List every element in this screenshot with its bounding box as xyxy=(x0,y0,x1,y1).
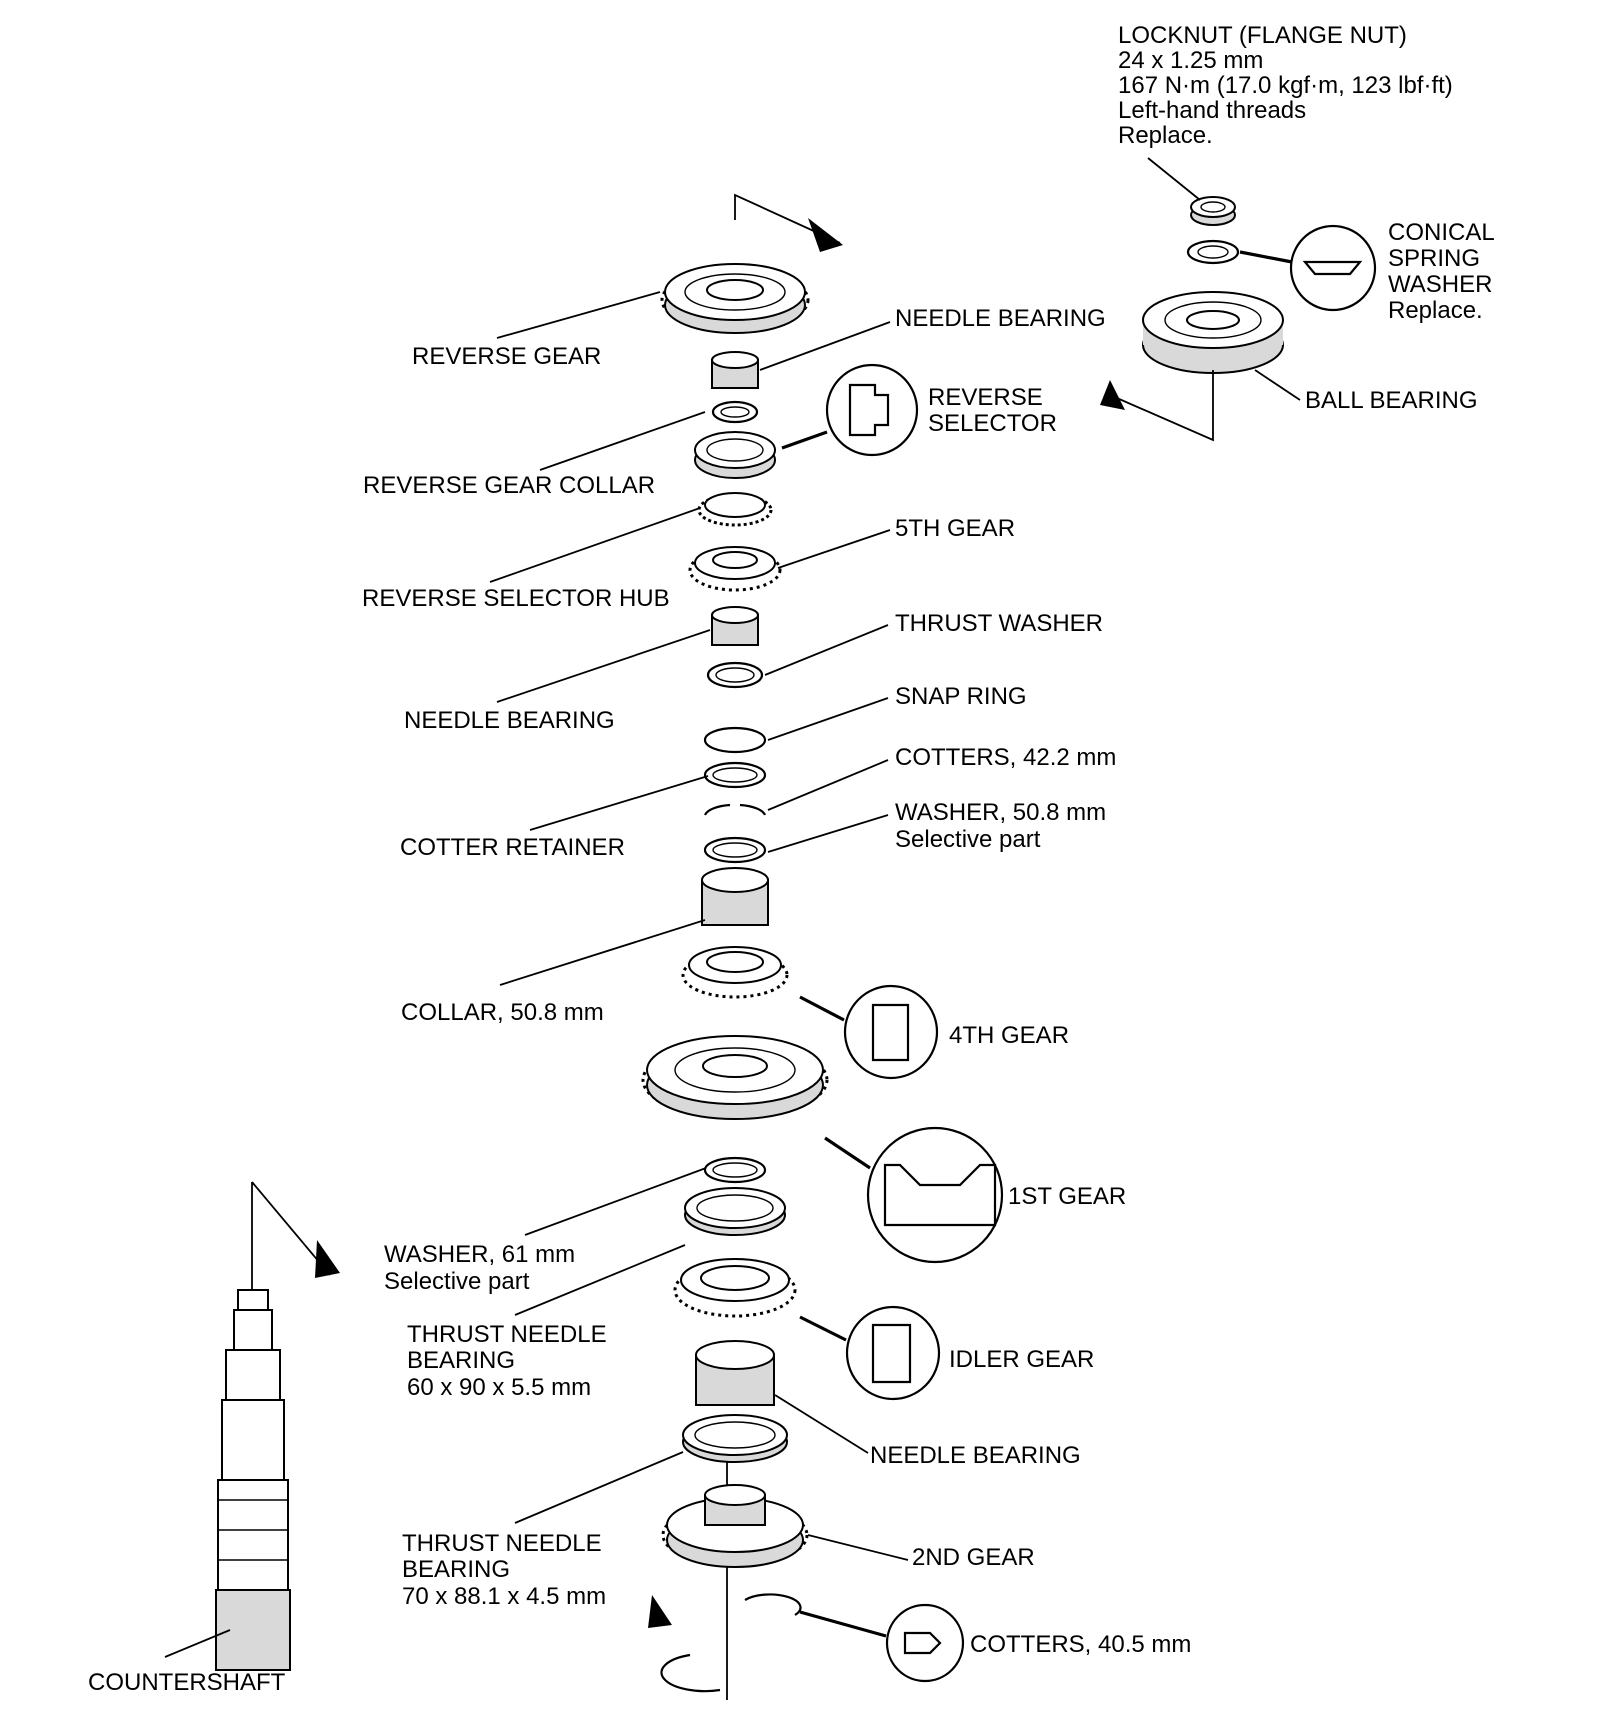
label-cotters-40: COTTERS, 40.5 mm xyxy=(970,1631,1191,1658)
label-reverse-gear-collar: REVERSE GEAR COLLAR xyxy=(363,472,655,499)
label-second-gear: 2ND GEAR xyxy=(912,1544,1035,1571)
locknut xyxy=(1190,196,1236,226)
thrust-washer-part xyxy=(706,661,764,689)
label-thrust-needle-60-line-2: BEARING xyxy=(407,1347,515,1374)
label-thrust-needle-60-line-3: 60 x 90 x 5.5 mm xyxy=(407,1374,591,1401)
cotters-42-part xyxy=(703,803,767,816)
label-first-gear: 1ST GEAR xyxy=(1008,1183,1126,1210)
label-fourth-gear: 4TH GEAR xyxy=(949,1022,1069,1049)
label-ball-bearing: BALL BEARING xyxy=(1305,387,1478,414)
fifth-gear-part xyxy=(688,546,782,592)
reverse-gear xyxy=(660,263,810,334)
cotters-40-detail-circle xyxy=(885,1603,965,1683)
thrust-needle-bearing-60-part xyxy=(684,1187,786,1236)
countershaft xyxy=(215,1181,340,1671)
label-needle-bearing-mid: NEEDLE BEARING xyxy=(404,707,615,734)
fourth-gear-part xyxy=(681,946,789,999)
label-collar-50: COLLAR, 50.8 mm xyxy=(401,999,604,1026)
conical-spring-washer xyxy=(1186,239,1240,265)
reverse-selector-hub-part xyxy=(697,492,773,527)
label-thrust-washer: THRUST WASHER xyxy=(895,610,1103,637)
label-locknut-line-1: LOCKNUT (FLANGE NUT) xyxy=(1118,22,1407,49)
snap-ring-part xyxy=(703,726,767,754)
label-needle-bearing-top: NEEDLE BEARING xyxy=(895,305,1106,332)
label-conical-washer-line-3: WASHER xyxy=(1388,271,1492,298)
first-gear-detail-circle xyxy=(866,1126,1004,1264)
second-gear-part xyxy=(661,1484,809,1568)
label-conical-washer-line-4: Replace. xyxy=(1388,297,1483,324)
label-thrust-needle-70-line-2: BEARING xyxy=(402,1556,510,1583)
label-locknut-line-2: 24 x 1.25 mm xyxy=(1118,47,1263,74)
label-washer-50-line-1: WASHER, 50.8 mm xyxy=(895,799,1106,826)
needle-bearing-mid-part xyxy=(711,606,759,646)
ball-bearing xyxy=(1100,291,1284,442)
needle-bearing-top xyxy=(711,351,759,389)
needle-bearing-bottom-part xyxy=(695,1340,775,1406)
label-washer-61-line-1: WASHER, 61 mm xyxy=(384,1241,575,1268)
washer-61-part xyxy=(703,1156,767,1184)
label-countershaft: COUNTERSHAFT xyxy=(88,1669,286,1696)
label-thrust-needle-60-line-1: THRUST NEEDLE xyxy=(407,1321,607,1348)
label-reverse-gear: REVERSE GEAR xyxy=(412,343,601,370)
label-needle-bearing-bottom: NEEDLE BEARING xyxy=(870,1442,1081,1469)
label-reverse-selector-line-1: REVERSE xyxy=(928,384,1043,411)
label-washer-50-line-2: Selective part xyxy=(895,826,1041,853)
first-gear-part xyxy=(641,1035,829,1120)
fourth-gear-detail-circle xyxy=(843,984,939,1080)
idler-gear-part xyxy=(673,1258,797,1318)
reverse-selector-part xyxy=(694,431,776,479)
label-cotter-retainer: COTTER RETAINER xyxy=(400,834,625,861)
label-thrust-needle-70-line-3: 70 x 88.1 x 4.5 mm xyxy=(402,1583,606,1610)
cotter-retainer-part xyxy=(703,761,767,789)
collar-50-part xyxy=(701,867,769,926)
cotters-40-part xyxy=(660,1593,802,1693)
conical-washer-detail-circle xyxy=(1289,224,1377,312)
label-locknut-line-3: 167 N·m (17.0 kgf·m, 123 lbf·ft) xyxy=(1118,72,1453,99)
label-locknut-line-4: Left-hand threads xyxy=(1118,97,1306,124)
label-idler-gear: IDLER GEAR xyxy=(949,1346,1094,1373)
washer-50-part xyxy=(703,836,767,864)
label-washer-61-line-2: Selective part xyxy=(384,1268,530,1295)
label-snap-ring: SNAP RING xyxy=(895,683,1027,710)
label-thrust-needle-70-line-1: THRUST NEEDLE xyxy=(402,1530,602,1557)
label-cotters-42: COTTERS, 42.2 mm xyxy=(895,744,1116,771)
label-locknut-line-5: Replace. xyxy=(1118,122,1213,149)
label-reverse-selector-line-2: SELECTOR xyxy=(928,410,1057,437)
reverse-selector-detail-circle xyxy=(825,363,919,457)
idler-gear-detail-circle xyxy=(845,1305,941,1401)
label-conical-washer-line-2: SPRING xyxy=(1388,245,1480,272)
text-labels: LOCKNUT (FLANGE NUT) 24 x 1.25 mm 167 N·… xyxy=(88,22,1495,1696)
leader-lines xyxy=(164,157,1301,1658)
thrust-needle-bearing-70-part xyxy=(682,1414,788,1463)
reverse-gear-collar xyxy=(711,400,759,424)
label-reverse-selector-hub: REVERSE SELECTOR HUB xyxy=(362,585,670,612)
label-conical-washer-line-1: CONICAL xyxy=(1388,219,1495,246)
label-fifth-gear: 5TH GEAR xyxy=(895,515,1015,542)
